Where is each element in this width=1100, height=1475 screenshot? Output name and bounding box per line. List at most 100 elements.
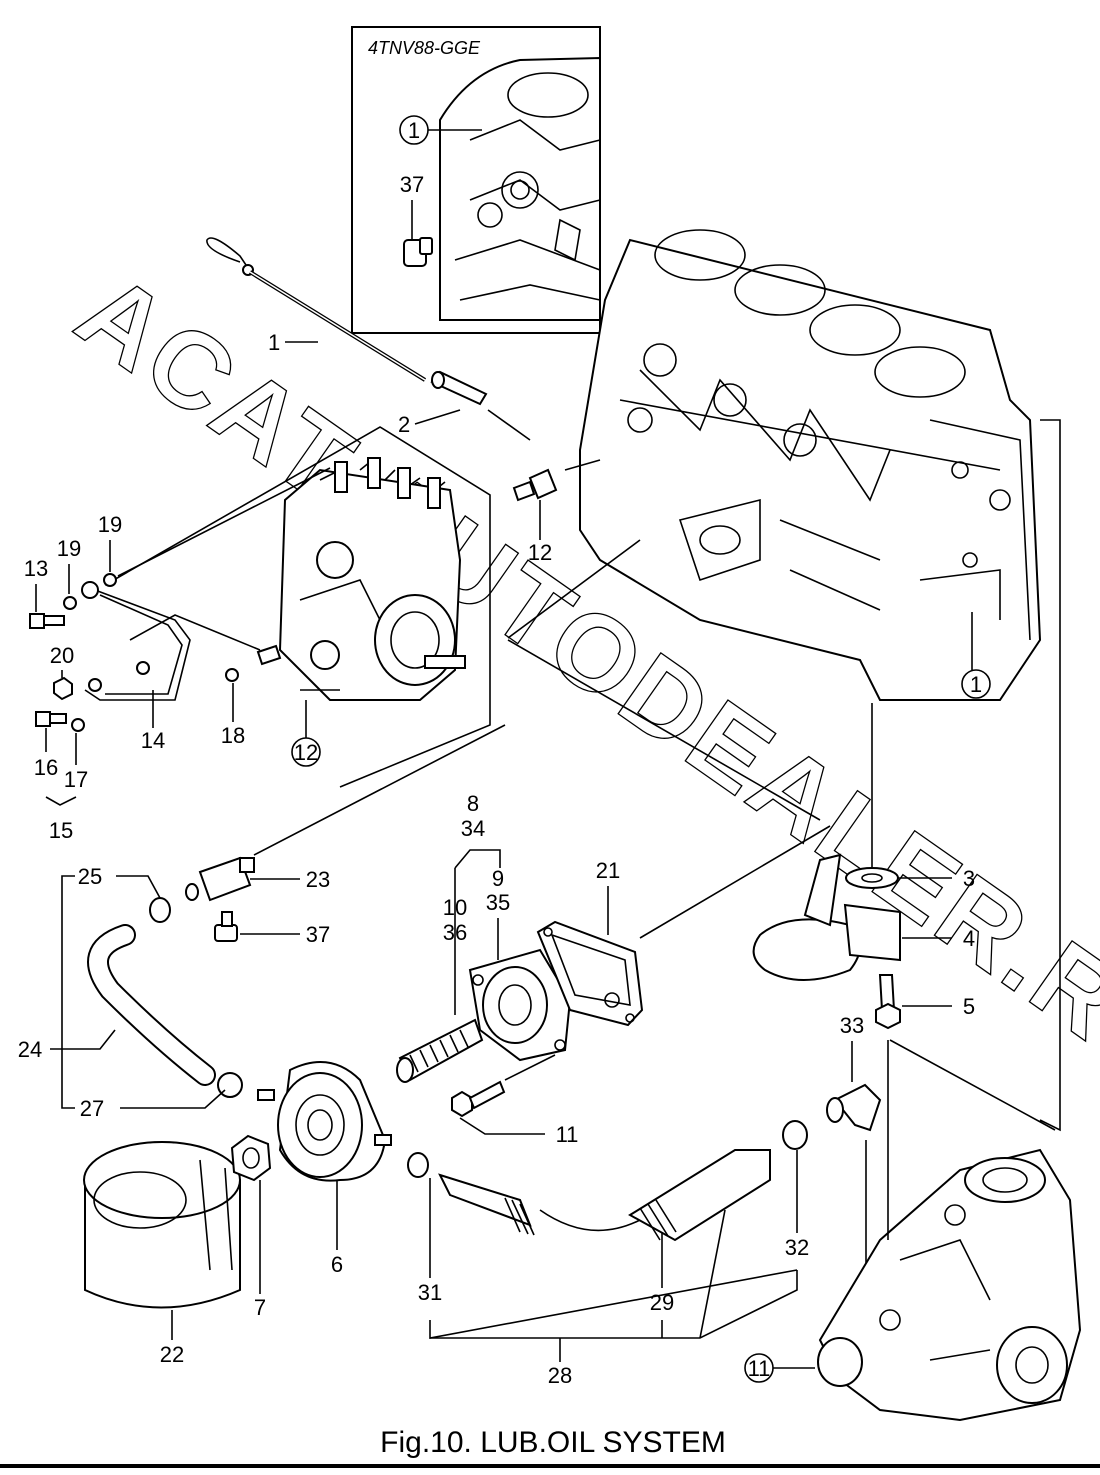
label-25: 25 [78, 864, 102, 889]
label-24: 24 [18, 1037, 42, 1062]
banjo-bolt-fuelpump [256, 644, 282, 666]
inset-label-1: 1 [408, 118, 420, 143]
inset-plug-37 [403, 237, 433, 267]
pump-to-block-line [889, 419, 1061, 1132]
oil-hose-24 [87, 924, 216, 1086]
oil-hose-29 [438, 1149, 771, 1242]
bracket-28-left [429, 1269, 798, 1339]
bolt-11 [451, 1080, 506, 1118]
label-8: 8 [467, 791, 479, 816]
label-32: 32 [785, 1235, 809, 1260]
label-15: 15 [49, 818, 73, 843]
washer-19-left [63, 596, 77, 610]
label-11-bolt: 11 [556, 1122, 579, 1147]
dipstick-guide-2 [430, 370, 488, 406]
dipstick-1 [206, 237, 427, 382]
bracket-28 [430, 1270, 798, 1339]
washer-19-right [103, 573, 117, 587]
label-22: 22 [160, 1342, 184, 1367]
guide-to-block-line [487, 409, 531, 441]
bracket-8-34 [454, 849, 501, 869]
label-7: 7 [254, 1295, 266, 1320]
label-31: 31 [418, 1280, 442, 1305]
figure-caption: Fig.10. LUB.OIL SYSTEM [380, 1426, 726, 1459]
clamp-32 [782, 1120, 808, 1150]
leader-27 [120, 1089, 226, 1109]
label-19-left: 19 [57, 536, 81, 561]
adapter-23 [185, 856, 255, 902]
label-35: 35 [486, 890, 510, 915]
oil-pump-11 [817, 1148, 1082, 1422]
leader-11-bolt [459, 1117, 545, 1135]
label-33: 33 [840, 1013, 864, 1038]
bracket-25-27 [61, 875, 75, 1109]
label-11-pump: 11 [748, 1356, 771, 1381]
gasket-to-block-line [639, 825, 831, 939]
label-21: 21 [596, 858, 620, 883]
callout-circle-1-block [961, 669, 991, 699]
nut-7 [230, 1134, 272, 1182]
bolt-16 [35, 711, 67, 727]
cooler-housing [468, 948, 572, 1062]
adapter-to-pump-line [253, 724, 506, 856]
block-to-strainer-line [507, 639, 821, 821]
inset-cylinder-block [439, 56, 601, 321]
elbow-33 [826, 1083, 882, 1132]
plug-37 [214, 911, 238, 942]
label-37: 37 [306, 922, 330, 947]
label-12-switch: 12 [528, 540, 552, 565]
label-34: 34 [461, 816, 485, 841]
spring-relief-valve [396, 1018, 484, 1083]
washer19-to-pump-line [117, 467, 331, 577]
block-diagonal-line [507, 539, 641, 639]
label-20: 20 [50, 643, 74, 668]
oil-pressure-switch-12 [512, 468, 558, 502]
label-12-pump: 12 [294, 740, 318, 765]
label-16: 16 [34, 755, 58, 780]
clamp-31 [407, 1152, 429, 1178]
label-13: 13 [24, 556, 48, 581]
oil-pipe-14 [81, 581, 261, 701]
inset-4tnv88-gge: 4TNV88-GGE 1 37 [351, 26, 601, 334]
gasket-21 [536, 920, 644, 1027]
label-18: 18 [221, 723, 245, 748]
bolt-13 [29, 613, 65, 629]
pump-group-outline [104, 426, 491, 788]
label-1-block: 1 [970, 672, 982, 697]
label-27: 27 [80, 1096, 104, 1121]
label-19-right: 19 [98, 512, 122, 537]
label-9: 9 [492, 866, 504, 891]
label-14: 14 [141, 728, 165, 753]
label-36: 36 [443, 920, 467, 945]
label-6: 6 [331, 1252, 343, 1277]
leader-2 [414, 409, 461, 425]
nut-20 [53, 676, 73, 701]
leader-24 [50, 1029, 116, 1050]
oil-filter-22 [83, 1141, 241, 1309]
label-23: 23 [306, 867, 330, 892]
label-2: 2 [398, 412, 410, 437]
label-3: 3 [963, 866, 975, 891]
oil-cooler-6 [257, 1061, 392, 1182]
label-1-dipstick: 1 [268, 330, 280, 355]
label-28: 28 [548, 1363, 572, 1388]
washer-17 [71, 718, 85, 732]
fuel-injection-pump [278, 457, 466, 701]
inset-title: 4TNV88-GGE [368, 38, 481, 58]
label-4: 4 [963, 926, 975, 951]
bracket-28-up [699, 1209, 726, 1339]
leader-25 [116, 875, 161, 899]
washer-18 [225, 668, 239, 682]
inset-label-37: 37 [400, 172, 424, 197]
clamp-25 [149, 897, 171, 923]
switch-to-block-line [564, 459, 601, 471]
label-17: 17 [64, 767, 88, 792]
bracket-15 [45, 796, 77, 806]
label-10: 10 [443, 895, 467, 920]
cylinder-block [579, 229, 1042, 701]
label-5: 5 [963, 994, 975, 1019]
oil-strainer-assembly [752, 853, 901, 1030]
bolt-to-housing-line [504, 1054, 556, 1081]
